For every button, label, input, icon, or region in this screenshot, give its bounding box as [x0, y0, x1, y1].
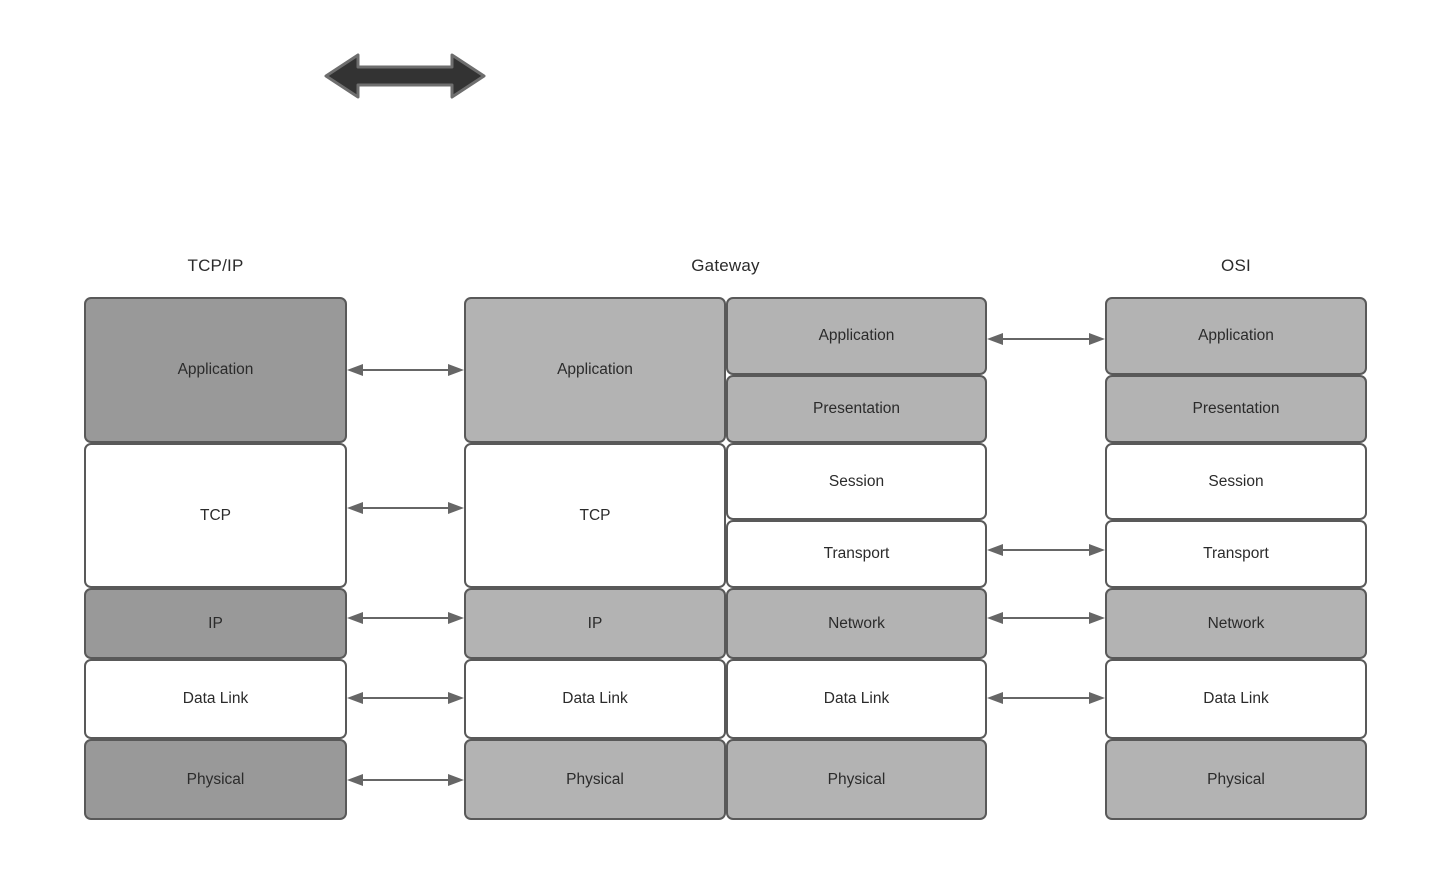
gateway-left-layer-physical[interactable]: Physical	[464, 739, 726, 820]
osi-layer-data-link[interactable]: Data Link	[1105, 659, 1367, 739]
layer-label: Physical	[566, 770, 624, 788]
layer-label: Network	[828, 614, 885, 632]
osi-layer-session[interactable]: Session	[1105, 443, 1367, 520]
layer-label: Physical	[1207, 770, 1265, 788]
connector-tcpip-gateway-physical	[347, 772, 464, 788]
gateway-left-layer-data-link[interactable]: Data Link	[464, 659, 726, 739]
layer-label: Presentation	[812, 400, 901, 418]
tcpip-layer-application[interactable]: Application	[84, 297, 347, 443]
gateway-right-layer-network[interactable]: Network	[726, 588, 987, 659]
layer-label: Physical	[186, 770, 245, 788]
layer-label: Physical	[827, 770, 886, 788]
layer-label: Application	[1198, 327, 1274, 345]
connector-gateway-osi-data-link	[987, 690, 1105, 706]
gateway-right-layer-session[interactable]: Session	[726, 443, 987, 520]
connector-gateway-osi-network	[987, 610, 1105, 626]
osi-layer-transport[interactable]: Transport	[1105, 520, 1367, 588]
gateway-left-layer-tcp[interactable]: TCP	[464, 443, 726, 588]
layer-label: Application	[818, 327, 895, 345]
osi-layer-presentation[interactable]: Presentation	[1105, 375, 1367, 443]
column-heading-gateway: Gateway	[691, 256, 760, 275]
connector-tcpip-gateway-application	[347, 362, 464, 378]
layer-label: Network	[1207, 614, 1265, 632]
connector-gateway-osi-application	[987, 331, 1105, 347]
tcpip-layer-data-link[interactable]: Data Link	[84, 659, 347, 739]
tcpip-layer-tcp[interactable]: TCP	[84, 443, 347, 588]
layer-label: Transport	[1203, 545, 1269, 563]
gateway-left-layer-ip[interactable]: IP	[464, 588, 726, 659]
layer-label: Application	[177, 361, 254, 379]
connector-tcpip-gateway-ip	[347, 610, 464, 626]
layer-label: Data Link	[823, 690, 890, 708]
connector-tcpip-gateway-data-link	[347, 690, 464, 706]
layer-label: Application	[557, 361, 633, 379]
osi-layer-network[interactable]: Network	[1105, 588, 1367, 659]
gateway-right-layer-data-link[interactable]: Data Link	[726, 659, 987, 739]
tcpip-layer-ip[interactable]: IP	[84, 588, 347, 659]
layer-label: IP	[587, 614, 603, 632]
layer-label: TCP	[200, 506, 231, 524]
connector-gateway-osi-transport	[987, 542, 1105, 558]
gateway-right-layer-transport[interactable]: Transport	[726, 520, 987, 588]
layer-label: Data Link	[182, 690, 249, 708]
layer-label: Session	[828, 472, 885, 490]
layer-label: IP	[208, 614, 223, 632]
gateway-right-layer-presentation[interactable]: Presentation	[726, 375, 987, 443]
layer-label: Data Link	[562, 690, 628, 708]
layer-label: TCP	[579, 506, 611, 524]
connector-tcpip-gateway-tcp	[347, 500, 464, 516]
layer-label: Session	[1208, 472, 1264, 490]
layer-label: Presentation	[1192, 400, 1280, 418]
tcpip-layer-physical[interactable]: Physical	[84, 739, 347, 820]
gateway-right-layer-application[interactable]: Application	[726, 297, 987, 375]
layer-label: Transport	[823, 545, 890, 563]
osi-layer-physical[interactable]: Physical	[1105, 739, 1367, 820]
gateway-left-layer-application[interactable]: Application	[464, 297, 726, 443]
gateway-right-layer-physical[interactable]: Physical	[726, 739, 987, 820]
column-heading-osi: OSI	[1221, 256, 1251, 275]
double-headed-arrow-icon	[320, 50, 490, 102]
column-heading-tcpip: TCP/IP	[187, 256, 244, 275]
osi-layer-application[interactable]: Application	[1105, 297, 1367, 375]
layer-label: Data Link	[1203, 690, 1269, 708]
